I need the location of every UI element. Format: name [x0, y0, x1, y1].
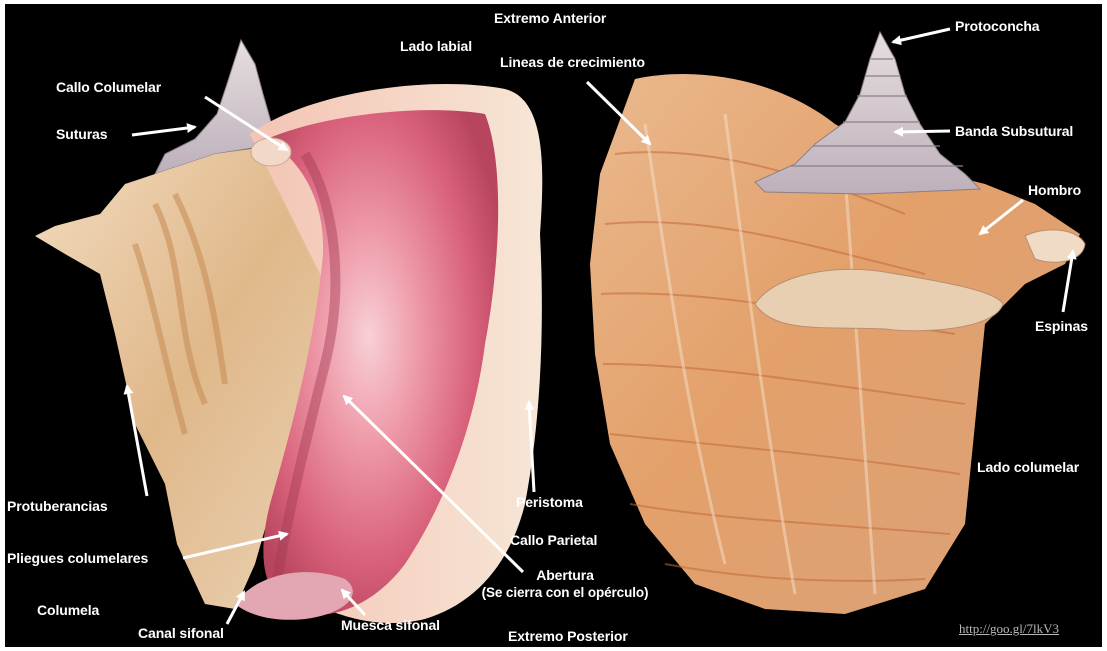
label-extremo-posterior: Extremo Posterior — [508, 628, 628, 644]
label-hombro: Hombro — [1028, 182, 1081, 198]
label-lado-columelar: Lado columelar — [977, 459, 1079, 475]
shell-illustrations — [5, 4, 1102, 647]
label-pliegues-columelares: Pliegues columelares — [7, 550, 148, 566]
right-shell-dorsal-view — [590, 32, 1085, 614]
label-lado-labial: Lado labial — [400, 38, 472, 54]
label-suturas: Suturas — [56, 126, 107, 142]
label-protoconcha: Protoconcha — [955, 18, 1039, 34]
label-abertura: Abertura — [455, 567, 675, 583]
label-callo-parietal: Callo Parietal — [510, 532, 597, 548]
label-canal-sifonal: Canal sifonal — [138, 625, 224, 641]
label-protuberancias: Protuberancias — [7, 498, 108, 514]
source-credit-link[interactable]: http://goo.gl/7lkV3 — [959, 621, 1059, 637]
shell-anatomy-diagram: Extremo Anterior Lado labial Lineas de c… — [5, 4, 1102, 647]
label-extremo-anterior: Extremo Anterior — [494, 10, 606, 26]
right-shell-spine — [1025, 230, 1085, 262]
label-banda-subsutural: Banda Subsutural — [955, 123, 1073, 139]
label-lineas-crecimiento: Lineas de crecimiento — [500, 54, 645, 70]
arrow-banda-subsutural — [895, 131, 950, 132]
label-columela: Columela — [37, 602, 99, 618]
label-peristoma: Peristoma — [516, 494, 583, 510]
label-abertura-note: (Se cierra con el opérculo) — [455, 585, 675, 601]
label-muesca-sifonal: Muesca sifonal — [341, 617, 440, 633]
label-espinas: Espinas — [1035, 318, 1088, 334]
label-callo-columelar: Callo Columelar — [56, 79, 161, 95]
arrow-suturas — [132, 127, 195, 135]
arrow-protoconcha — [893, 29, 950, 42]
callo-columelar-knob — [251, 138, 291, 166]
left-shell-aperture-view — [35, 40, 542, 623]
